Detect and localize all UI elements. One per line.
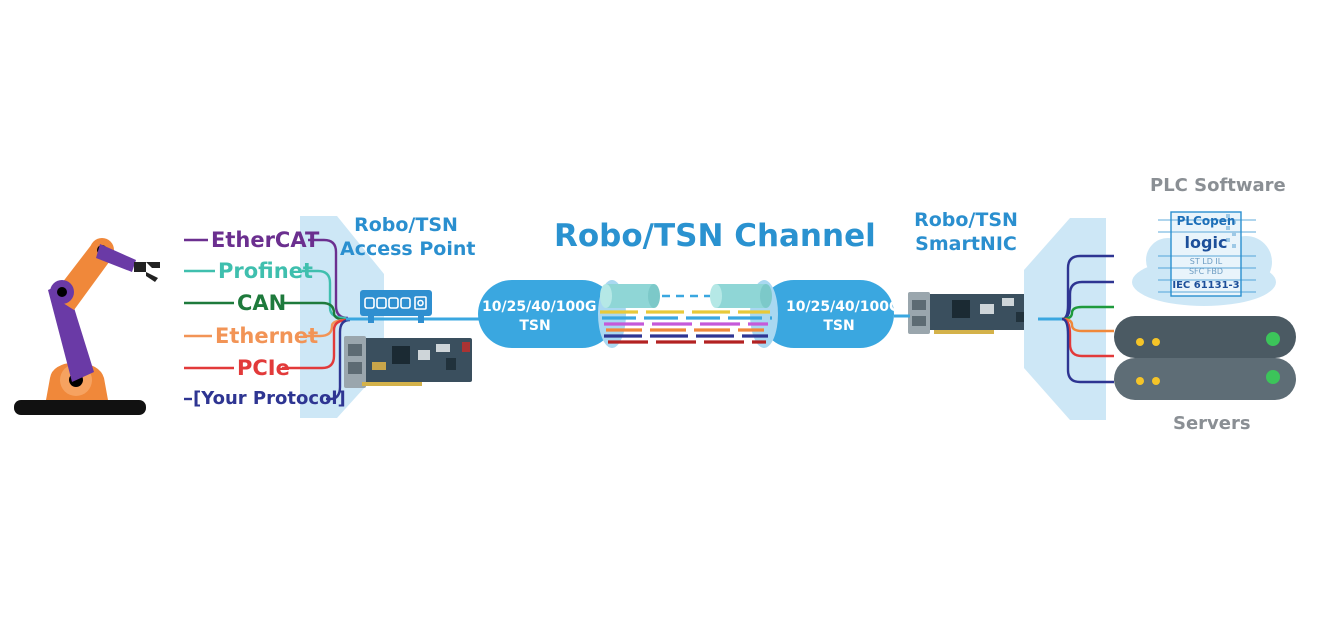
protocol-lines <box>184 238 482 401</box>
fpga-board-icon <box>344 336 472 388</box>
plcopen-logo-icon <box>1158 211 1256 297</box>
fanout-lines <box>1038 254 1114 384</box>
tsn-tunnel <box>478 280 894 348</box>
switch-icon <box>360 290 432 323</box>
server-icon <box>1114 316 1296 400</box>
smartnic-board-icon <box>908 292 1038 334</box>
robot-arm-icon <box>14 238 160 415</box>
